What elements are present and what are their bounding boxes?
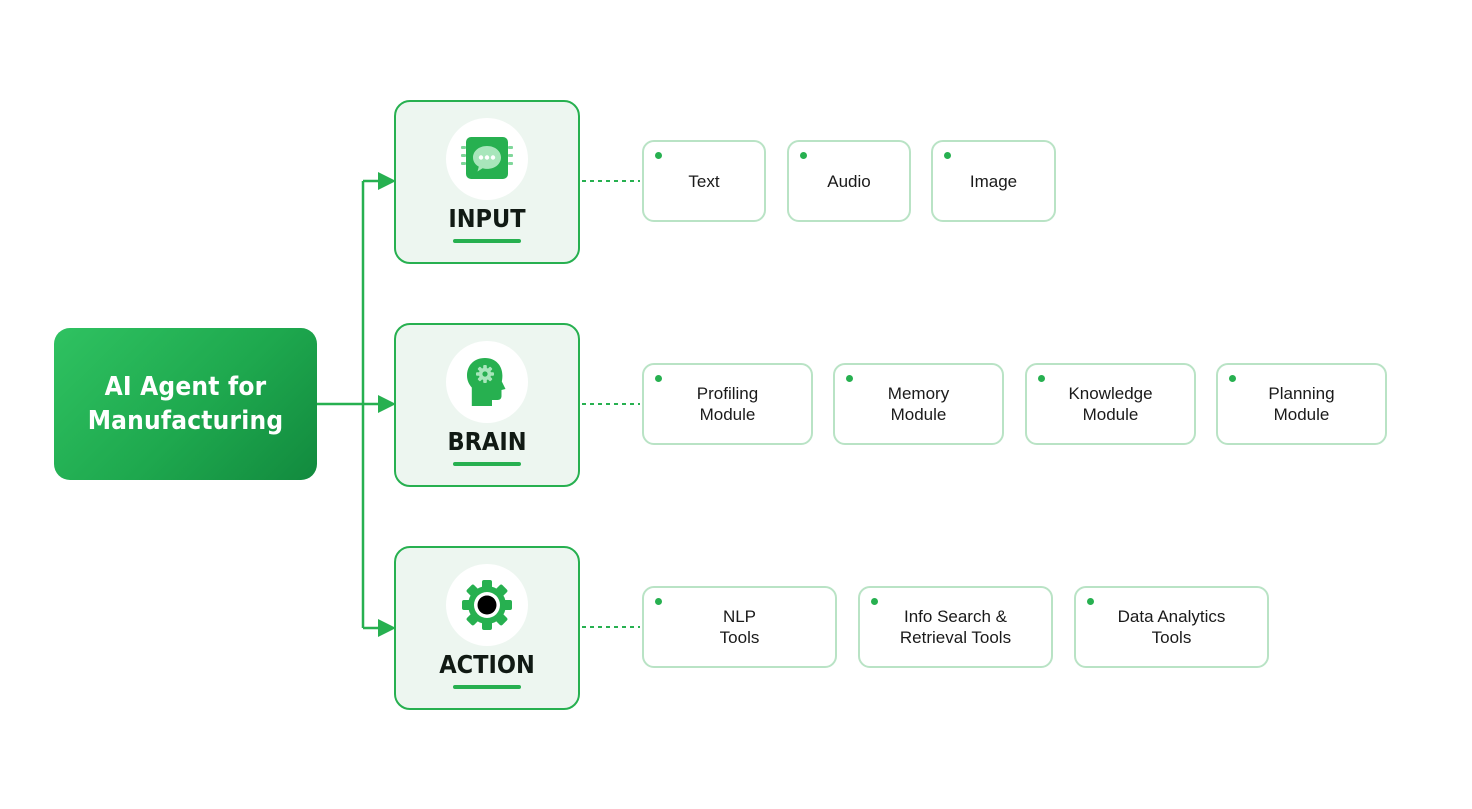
category-input: INPUT xyxy=(394,100,580,264)
arrow-head-input xyxy=(378,172,396,190)
item-data-analytics-tools: Data Analytics Tools xyxy=(1074,586,1269,668)
item-dot xyxy=(944,152,951,159)
item-label: Knowledge Module xyxy=(1068,384,1153,424)
item-dot xyxy=(655,375,662,382)
item-dot xyxy=(1229,375,1236,382)
item-label: Info Search & Retrieval Tools xyxy=(899,607,1012,647)
item-label: Memory Module xyxy=(887,384,950,424)
category-label-brain: BRAIN xyxy=(447,427,527,456)
item-label: Text xyxy=(688,171,720,191)
category-action: ACTION xyxy=(394,546,580,710)
category-underline xyxy=(453,239,521,243)
category-label-input: INPUT xyxy=(448,204,526,233)
category-underline xyxy=(453,685,521,689)
category-label-action: ACTION xyxy=(439,650,535,679)
root-title: AI Agent for Manufacturing xyxy=(87,372,284,436)
item-planning-module: Planning Module xyxy=(1216,363,1387,445)
item-knowledge-module: Knowledge Module xyxy=(1025,363,1196,445)
category-brain: BRAIN xyxy=(394,323,580,487)
item-image: Image xyxy=(931,140,1056,222)
root-node: AI Agent for Manufacturing xyxy=(54,328,317,480)
item-text: Text xyxy=(642,140,766,222)
gear-icon xyxy=(462,580,512,630)
item-dot xyxy=(800,152,807,159)
item-dot xyxy=(1087,598,1094,605)
icon-circle xyxy=(446,564,528,646)
arrow-head-brain xyxy=(378,395,396,413)
arrow-head-action xyxy=(378,619,396,637)
item-label: Planning Module xyxy=(1268,384,1335,424)
head-gear-icon xyxy=(467,358,506,406)
icon-circle xyxy=(446,118,528,200)
item-label: Image xyxy=(969,171,1018,191)
item-label: Profiling Module xyxy=(696,384,759,424)
item-info-search-retrieval-tools: Info Search & Retrieval Tools xyxy=(858,586,1053,668)
item-memory-module: Memory Module xyxy=(833,363,1004,445)
item-label: NLP Tools xyxy=(719,607,760,647)
item-label: Data Analytics Tools xyxy=(1117,607,1226,647)
item-dot xyxy=(871,598,878,605)
item-dot xyxy=(655,152,662,159)
item-dot xyxy=(655,598,662,605)
icon-circle xyxy=(446,341,528,423)
chat-chip-icon xyxy=(461,137,513,179)
item-profiling-module: Profiling Module xyxy=(642,363,813,445)
item-audio: Audio xyxy=(787,140,911,222)
item-dot xyxy=(1038,375,1045,382)
item-nlp-tools: NLP Tools xyxy=(642,586,837,668)
item-label: Audio xyxy=(827,171,871,191)
item-dot xyxy=(846,375,853,382)
category-underline xyxy=(453,462,521,466)
